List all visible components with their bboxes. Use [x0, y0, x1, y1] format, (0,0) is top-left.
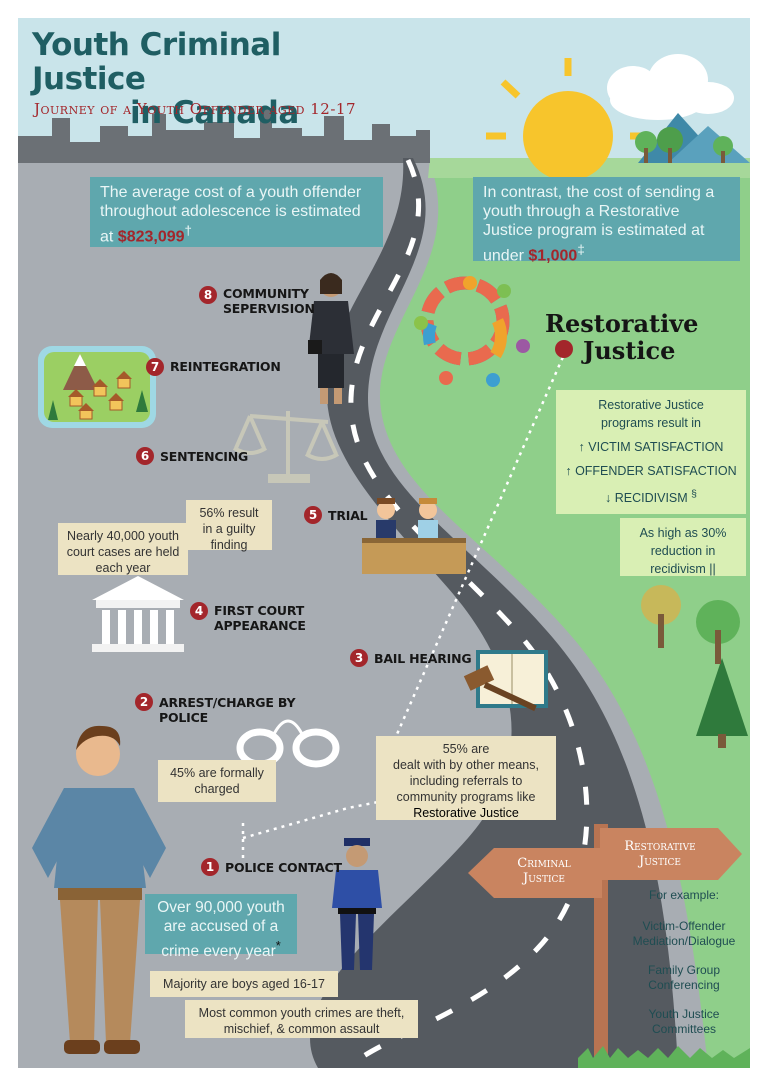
- road-center-line: [346, 158, 590, 1068]
- rj-result-offender: ↑ OFFENDER SATISFACTION: [565, 464, 737, 478]
- rj-programs-intro: Restorative Justice programs result in: [598, 398, 704, 430]
- examples-list: For example: Victim-Offender Mediation/D…: [618, 888, 750, 1037]
- step-5-number: 5: [304, 506, 322, 524]
- step-6-label: SENTENCING: [160, 449, 249, 464]
- example-item-1: Victim-Offender Mediation/Dialogue: [632, 919, 736, 948]
- restorative-justice-title: Restorative Justice: [545, 310, 745, 364]
- reduction-box: As high as 30% reduction in recidivism |…: [620, 518, 746, 576]
- supervisor-figure: [308, 273, 354, 404]
- step-1-label: POLICE CONTACT: [225, 860, 342, 875]
- step-7-number: 7: [146, 358, 164, 376]
- cost-right-box: In contrast, the cost of sending a youth…: [473, 177, 740, 265]
- restorative-circle-icon: [414, 276, 530, 387]
- police-officer-figure: [332, 838, 382, 970]
- cost-left-mark: †: [184, 223, 192, 238]
- step-3-number: 3: [350, 649, 368, 667]
- youth-accused-box: Over 90,000 youth are accused of a crime…: [145, 894, 297, 960]
- step-2-number: 2: [135, 693, 153, 711]
- step-8-number: 8: [199, 286, 217, 304]
- cloud-icon: [607, 54, 734, 120]
- court-cases-box: Nearly 40,000 youth court cases are held…: [58, 523, 188, 575]
- title-line-2: in Canada: [130, 95, 299, 131]
- trees-icon: [641, 585, 748, 748]
- other-means-line-2: dealt with by other means, including ref…: [393, 758, 539, 804]
- reduction-text: As high as 30% reduction in recidivism: [639, 526, 727, 576]
- cost-right-amount: $1,000: [528, 247, 578, 265]
- step-6-number: 6: [136, 447, 154, 465]
- handcuffs-icon: [236, 719, 340, 768]
- other-means-highlight: Restorative Justice: [413, 806, 519, 820]
- cost-left-box: The average cost of a youth offender thr…: [90, 177, 383, 247]
- other-means-box: 55% are dealt with by other means, inclu…: [376, 736, 556, 820]
- village-icon: [38, 346, 156, 428]
- youth-figure: [32, 725, 166, 1054]
- step-5-label: TRIAL: [328, 508, 368, 523]
- rj-dot: [555, 340, 573, 358]
- cost-right-text: In contrast, the cost of sending a youth…: [483, 184, 715, 265]
- youth-accused-mark: *: [275, 938, 281, 953]
- cost-left-amount: $823,099: [117, 228, 185, 246]
- page-subtitle: Journey of a Youth Offender aged 12-17: [34, 100, 356, 118]
- step-2-label: ARREST/CHARGE BY POLICE: [159, 695, 296, 725]
- cost-left-text: The average cost of a youth offender thr…: [100, 184, 362, 246]
- infographic: Youth Criminal Justice in Canada Journey…: [18, 18, 750, 1068]
- law-book-gavel-icon: [463, 650, 548, 712]
- rj-title-line-1: Restorative: [545, 309, 699, 338]
- examples-heading: For example:: [648, 888, 720, 902]
- page-title: Youth Criminal Justice in Canada: [32, 28, 392, 130]
- background-illustration: [18, 18, 750, 1068]
- small-trees-icon: [635, 127, 733, 163]
- scales-icon: [232, 411, 340, 483]
- example-item-3: Youth Justice Committees: [648, 1007, 720, 1036]
- restorative-justice-sign: Restorative Justice: [624, 839, 696, 869]
- common-crimes-box: Most common youth crimes are theft, misc…: [185, 1000, 418, 1038]
- cost-right-mark: ‡: [577, 242, 585, 257]
- other-means-line-1: 55% are: [442, 742, 490, 756]
- criminal-justice-sign: Criminal Justice: [517, 856, 571, 886]
- step-7-label: REINTEGRATION: [170, 359, 281, 374]
- step-4-label: FIRST COURT APPEARANCE: [214, 603, 306, 633]
- title-line-1: Youth Criminal Justice: [32, 27, 281, 97]
- rj-title-line-2: Justice: [583, 336, 676, 365]
- step-8-label: COMMUNITY SEPERVISION: [223, 286, 315, 316]
- example-item-2: Family Group Conferencing: [647, 963, 721, 992]
- step-3-label: BAIL HEARING: [374, 651, 472, 666]
- rj-result-victim: ↑ VICTIM SATISFACTION: [578, 440, 724, 454]
- youth-accused-text: Over 90,000 youth are accused of a crime…: [157, 899, 285, 961]
- rj-results-mark: §: [691, 489, 697, 500]
- courthouse-icon: [92, 576, 184, 652]
- green-field: [379, 158, 750, 1068]
- guilty-finding-box: 56% result in a guilty finding: [186, 500, 272, 552]
- majority-boys-box: Majority are boys aged 16-17: [150, 971, 338, 997]
- step-4-number: 4: [190, 602, 208, 620]
- rj-results-box: Restorative Justice programs result in ↑…: [556, 390, 746, 514]
- city-skyline: [18, 108, 430, 163]
- rj-result-recidivism: ↓ RECIDIVISM: [605, 491, 688, 506]
- formally-charged-box: 45% are formally charged: [158, 760, 276, 802]
- judges-bench-icon: [362, 498, 466, 574]
- step-1-number: 1: [201, 858, 219, 876]
- reduction-mark: ||: [709, 562, 716, 576]
- signpost-icon: [468, 824, 742, 1068]
